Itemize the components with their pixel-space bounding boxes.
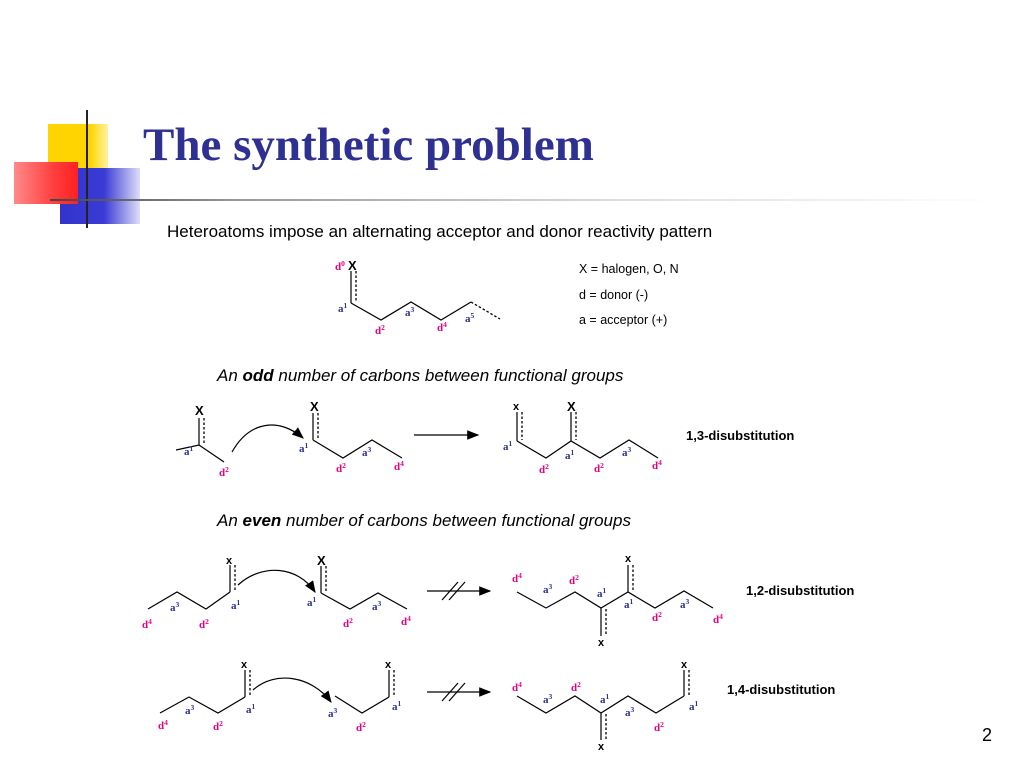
svg-text:X: X	[195, 403, 204, 418]
odd-curved-arrow	[231, 424, 304, 453]
svg-text:a3: a3	[328, 706, 338, 720]
legend-acceptor: a = acceptor (+)	[579, 313, 668, 327]
svg-text:a5: a5	[465, 311, 475, 325]
svg-text:a1: a1	[184, 444, 194, 458]
svg-text:d2: d2	[569, 573, 579, 587]
svg-text:a1: a1	[503, 439, 513, 453]
slide-number: 2	[981, 725, 992, 745]
svg-text:d4: d4	[713, 612, 723, 626]
svg-text:x: x	[598, 637, 605, 649]
svg-text:d4: d4	[512, 680, 522, 694]
svg-text:d4: d4	[142, 617, 152, 631]
result-14-disubstitution: 1,4-disubstitution	[727, 682, 836, 697]
svg-text:a3: a3	[622, 445, 632, 459]
even12-curved-arrow	[237, 569, 316, 594]
svg-text:x: x	[385, 659, 392, 671]
svg-text:a3: a3	[405, 305, 415, 319]
svg-text:x: x	[226, 555, 233, 567]
svg-text:a1: a1	[565, 448, 575, 462]
svg-text:a1: a1	[246, 702, 256, 716]
svg-text:d4: d4	[158, 718, 168, 732]
svg-text:a1: a1	[392, 699, 402, 713]
svg-text:a3: a3	[543, 582, 553, 596]
decor-horizontal-line	[50, 199, 1000, 201]
svg-text:x: x	[513, 401, 520, 413]
even12-reactant-2: X a1 d2 a3 d4	[307, 553, 411, 630]
svg-text:d2: d2	[336, 461, 346, 475]
svg-text:x: x	[681, 659, 688, 671]
odd-reactant-2: X a1 d2 a3 d4	[299, 399, 404, 475]
svg-text:X: X	[567, 399, 576, 414]
slide-subtitle: Heteroatoms impose an alternating accept…	[167, 222, 713, 241]
svg-text:d4: d4	[652, 458, 662, 472]
svg-text:d2: d2	[654, 720, 664, 734]
svg-text:d2: d2	[375, 323, 385, 337]
svg-text:x: x	[625, 553, 632, 565]
result-13-disubstitution: 1,3-disubstitution	[686, 428, 795, 443]
svg-text:X: X	[317, 553, 326, 568]
even14-reactant-1: x d4 a3 d2 a1	[158, 659, 256, 733]
result-12-disubstitution: 1,2-disubstitution	[746, 583, 855, 598]
decor-red-square	[14, 162, 78, 204]
decor-vertical-line	[86, 110, 88, 228]
svg-text:d2: d2	[652, 610, 662, 624]
svg-text:d0: d0	[335, 259, 345, 273]
legend-donor: d = donor (-)	[579, 288, 649, 302]
svg-text:a1: a1	[597, 586, 607, 600]
svg-text:d2: d2	[594, 461, 604, 475]
svg-text:d4: d4	[437, 320, 447, 334]
even12-reactant-1: x d4 a3 d2 a1	[142, 555, 241, 631]
svg-text:a1: a1	[338, 301, 348, 315]
svg-text:d2: d2	[356, 720, 366, 734]
svg-text:a3: a3	[625, 705, 635, 719]
svg-text:a1: a1	[624, 597, 634, 611]
even14-product: x x d4 a3 d2 a1 a3 d2 a1	[512, 659, 699, 753]
svg-text:x: x	[598, 741, 605, 753]
atom-x: X	[348, 258, 357, 273]
odd-section-heading: An odd number of carbons between functio…	[217, 366, 624, 385]
svg-text:a1: a1	[231, 598, 241, 612]
svg-text:a3: a3	[680, 597, 690, 611]
svg-text:a1: a1	[689, 699, 699, 713]
svg-text:a1: a1	[600, 692, 610, 706]
svg-text:a3: a3	[170, 600, 180, 614]
svg-text:a1: a1	[307, 595, 317, 609]
svg-text:d2: d2	[199, 617, 209, 631]
odd-reactant-1: X a1 d2	[175, 403, 229, 479]
even14-blocked-arrow	[427, 682, 492, 702]
svg-text:d4: d4	[512, 571, 522, 585]
svg-text:x: x	[241, 659, 248, 671]
odd-product: x X a1 d2 a1 d2 a3 d4	[503, 399, 662, 476]
svg-text:d4: d4	[401, 614, 411, 628]
svg-text:d2: d2	[343, 616, 353, 630]
svg-text:X: X	[310, 399, 319, 414]
pattern-molecule: X d0 a1 d2 a3 d4 a5	[335, 258, 501, 337]
svg-text:a3: a3	[185, 703, 195, 717]
even14-reactant-2: x a3 d2 a1	[328, 659, 402, 734]
svg-text:a3: a3	[543, 692, 553, 706]
svg-text:d4: d4	[394, 459, 404, 473]
svg-text:a1: a1	[299, 441, 309, 455]
even-section-heading: An even number of carbons between functi…	[217, 511, 631, 530]
even12-blocked-arrow	[427, 581, 492, 601]
svg-text:d2: d2	[213, 719, 223, 733]
svg-text:d2: d2	[571, 680, 581, 694]
legend-halogen: X = halogen, O, N	[579, 262, 679, 276]
svg-text:a3: a3	[372, 599, 382, 613]
svg-text:d2: d2	[539, 462, 549, 476]
svg-text:a3: a3	[362, 445, 372, 459]
svg-text:d2: d2	[219, 465, 229, 479]
slide-title: The synthetic problem	[143, 119, 594, 171]
even14-curved-arrow	[252, 677, 332, 703]
even12-product: x x d4 a3 d2 a1 a1 d2 a3 d4	[512, 553, 723, 649]
